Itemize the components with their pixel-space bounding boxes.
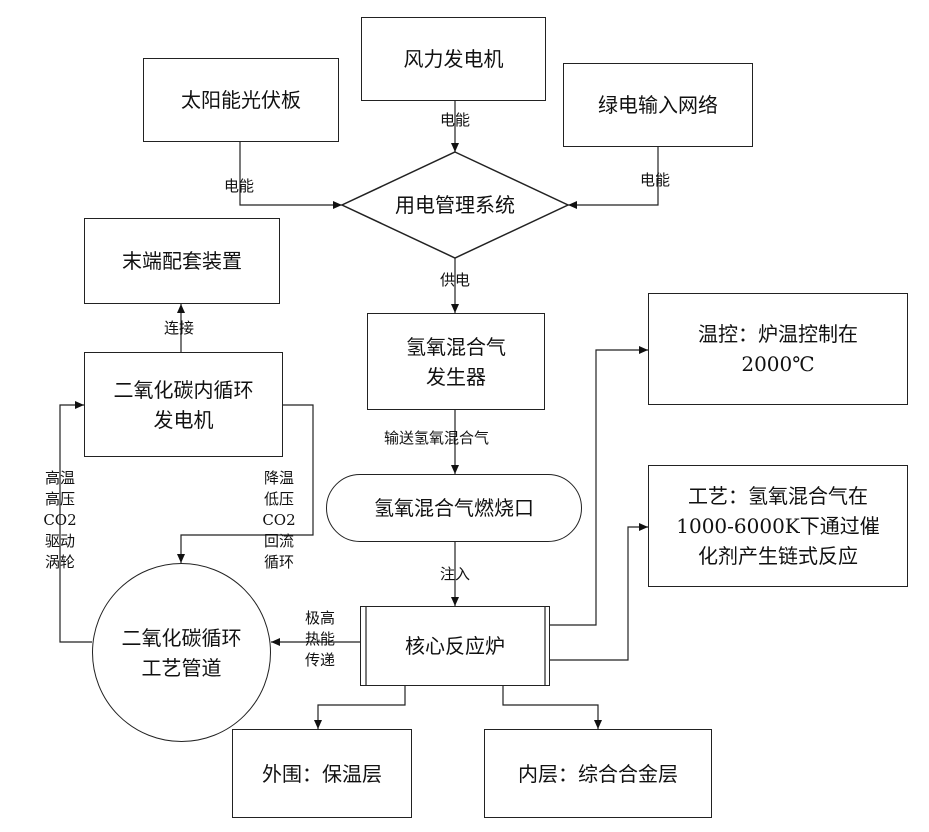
wind-turbine-box: 风力发电机: [361, 17, 546, 101]
hho-burner-box: 氢氧混合气燃烧口: [326, 474, 582, 542]
co2-pipe-line-2: 工艺管道: [142, 653, 222, 683]
hho-generator-line-1: 氢氧混合气: [406, 332, 506, 362]
inject-label: 注入: [440, 564, 470, 584]
process-line-3: 化剂产生链式反应: [698, 541, 858, 571]
temp-control-box: 温控：炉温控制在 2000℃: [648, 293, 908, 405]
hho-generator-line-2: 发生器: [426, 362, 486, 392]
inner-layer-box: 内层：综合合金层: [484, 729, 712, 818]
arrow-reactor-to-inner-layer: [503, 686, 598, 729]
green-grid-box: 绿电输入网络: [563, 63, 753, 147]
power-mgmt-label: 用电管理系统: [342, 190, 568, 220]
core-reactor-label: 核心反应炉: [405, 631, 505, 661]
co2-pipe-line-1: 二氧化碳循环: [122, 623, 242, 653]
core-reactor-box: 核心反应炉: [360, 606, 550, 686]
outer-layer-label: 外围：保温层: [262, 759, 382, 789]
process-line-2: 1000-6000K下通过催: [676, 511, 880, 541]
wind-turbine-label: 风力发电机: [404, 44, 504, 74]
terminal-device-box: 末端配套装置: [84, 218, 280, 304]
hot-co2-label: 高温 高压 CO2 驱动 涡轮: [40, 468, 80, 573]
temp-control-line-1: 温控：炉温控制在: [698, 319, 858, 349]
co2-generator-line-1: 二氧化碳内循环: [114, 375, 254, 405]
hho-generator-box: 氢氧混合气 发生器: [367, 313, 545, 410]
supply-label: 供电: [440, 270, 470, 290]
arrow-reactor-to-outer-layer: [318, 686, 405, 729]
solar-panel-label: 太阳能光伏板: [181, 85, 301, 115]
co2-generator-line-2: 发电机: [154, 405, 214, 435]
inner-layer-label: 内层：综合合金层: [518, 759, 678, 789]
transport-label: 输送氢氧混合气: [384, 428, 489, 448]
outer-layer-box: 外围：保温层: [232, 729, 412, 818]
terminal-device-label: 末端配套装置: [122, 246, 242, 276]
connect-label: 连接: [164, 318, 194, 338]
green-grid-label: 绿电输入网络: [598, 90, 718, 120]
arrow-reactor-to-process: [550, 527, 648, 660]
grid-power-label: 电能: [640, 170, 670, 190]
wind-power-label: 电能: [440, 110, 470, 130]
solar-panel-box: 太阳能光伏板: [143, 58, 339, 142]
solar-power-label: 电能: [224, 176, 254, 196]
hho-burner-label: 氢氧混合气燃烧口: [374, 493, 534, 523]
cool-co2-label: 降温 低压 CO2 回流 循环: [259, 468, 299, 573]
process-box: 工艺：氢氧混合气在 1000-6000K下通过催 化剂产生链式反应: [648, 465, 908, 587]
co2-generator-box: 二氧化碳内循环 发电机: [84, 352, 283, 457]
temp-control-line-2: 2000℃: [741, 349, 814, 379]
arrow-solar-to-mgmt: [240, 142, 342, 205]
process-line-1: 工艺：氢氧混合气在: [688, 481, 868, 511]
co2-pipe-circle: 二氧化碳循环 工艺管道: [92, 563, 271, 742]
heat-transfer-label: 极高 热能 传递: [300, 608, 340, 671]
